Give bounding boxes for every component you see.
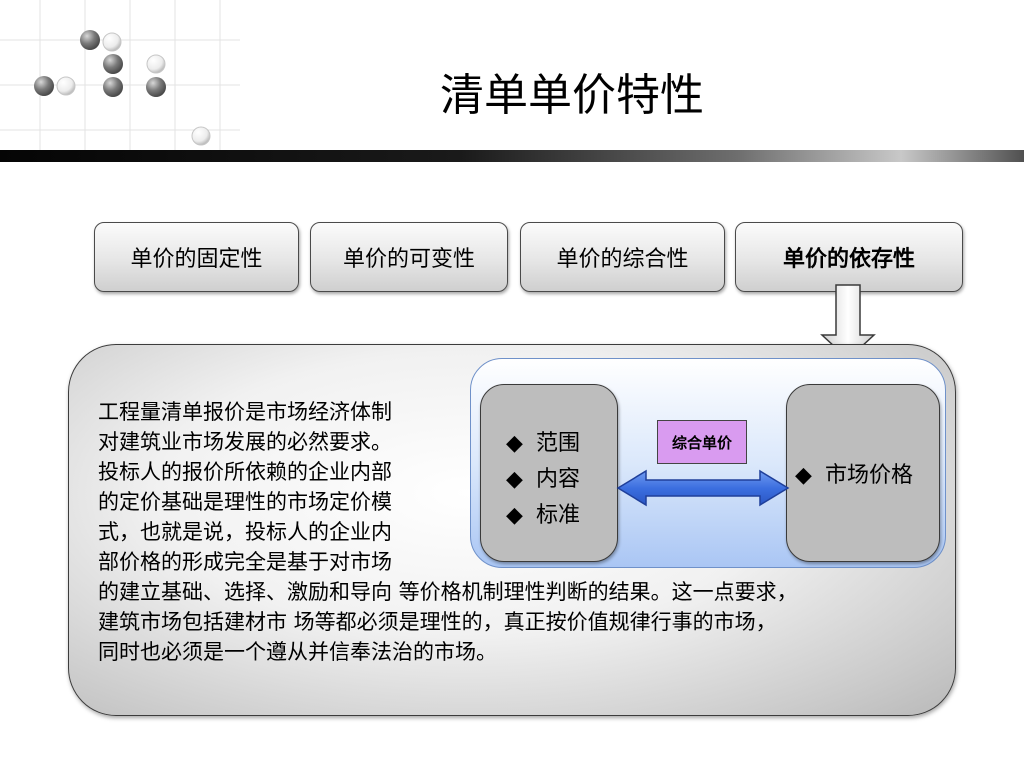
scope-box (480, 384, 618, 562)
body-text-narrow: 工程量清单报价是市场经济体制 对建筑业市场发展的必然要求。 投标人的报价所依赖的… (98, 397, 392, 577)
decor-dot (103, 54, 123, 74)
double-arrow-icon (616, 469, 790, 507)
list-item: ◆内容 (506, 462, 580, 498)
diamond-bullet-icon: ◆ (795, 463, 812, 488)
comprehensive-unit-price-label: 综合单价 (657, 420, 747, 464)
tab-comprehensive-nature[interactable]: 单价的综合性 (520, 222, 725, 292)
body-line: 建筑市场包括建材市 场等都必须是理性的，真正按价值规律行事的市场， (98, 610, 777, 634)
diamond-bullet-icon: ◆ (506, 503, 523, 528)
decor-dot (146, 54, 166, 74)
scope-list: ◆范围 ◆内容 ◆标准 (506, 426, 580, 534)
decorative-dot-grid (0, 0, 240, 150)
title-underline-bar (0, 150, 1024, 162)
list-item: ◆标准 (506, 498, 580, 534)
decor-dot (102, 32, 122, 52)
decor-dot (103, 77, 123, 97)
market-price-item: ◆市场价格 (795, 458, 913, 494)
decor-dot (34, 76, 54, 96)
tab-variable-nature[interactable]: 单价的可变性 (310, 222, 508, 292)
body-line: 的建立基础、选择、激励和导向 等价格机制理性判断的结果。这一点要求， (98, 580, 798, 604)
list-item: ◆范围 (506, 426, 580, 462)
body-line: 工程量清单报价是市场经济体制 (98, 400, 392, 424)
diamond-bullet-icon: ◆ (506, 431, 523, 456)
market-price-box (786, 384, 940, 562)
diamond-bullet-icon: ◆ (506, 467, 523, 492)
decor-dot (191, 126, 211, 146)
body-text-wide: 的建立基础、选择、激励和导向 等价格机制理性判断的结果。这一点要求， 建筑市场包… (98, 577, 798, 667)
decor-dot (56, 76, 76, 96)
body-line: 的定价基础是理性的市场定价模 (98, 490, 392, 514)
body-line: 同时也必须是一个遵从并信奉法治的市场。 (98, 640, 497, 664)
tab-fixed-nature[interactable]: 单价的固定性 (94, 222, 299, 292)
body-line: 部价格的形成完全是基于对市场 (98, 550, 392, 574)
decor-dot (146, 77, 166, 97)
slide-title: 清单单价特性 (440, 70, 704, 121)
body-line: 对建筑业市场发展的必然要求。 (98, 430, 392, 454)
decor-dot (80, 30, 100, 50)
tab-dependency-nature[interactable]: 单价的依存性 (735, 222, 963, 292)
body-line: 式，也就是说，投标人的企业内 (98, 520, 392, 544)
body-line: 投标人的报价所依赖的企业内部 (98, 460, 392, 484)
